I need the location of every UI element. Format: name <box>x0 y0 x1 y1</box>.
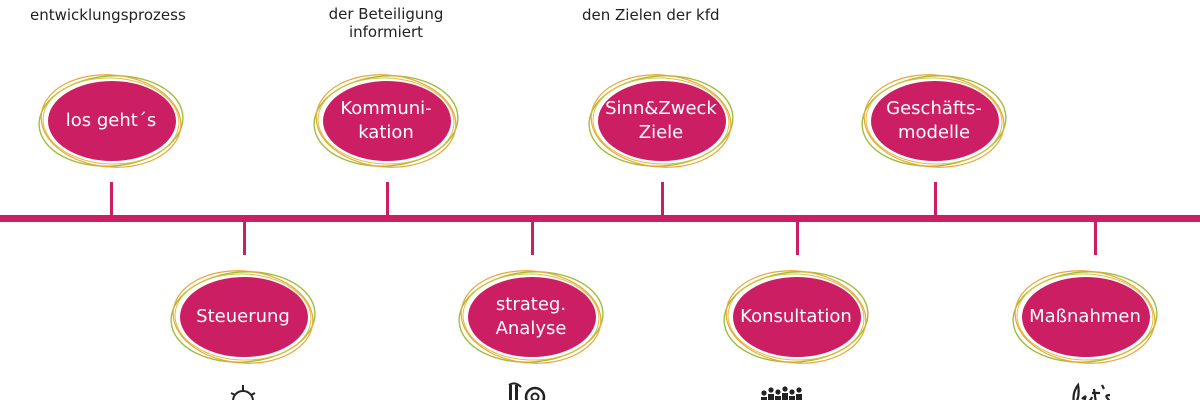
milestone-konsultation: Konsultation <box>721 267 871 367</box>
milestone-los-gehts: los geht´s <box>36 71 186 171</box>
milestone-geschaeftsmodelle: Geschäfts- modelle <box>859 71 1009 171</box>
analysis-icon <box>505 379 553 400</box>
milestone-steuerung: Steuerung <box>168 267 318 367</box>
tick-down <box>531 220 534 255</box>
tick-up <box>110 182 113 217</box>
top-text-fragment <box>900 0 990 3</box>
milestone-sinn-zweck: Sinn&Zweck Ziele <box>586 71 736 171</box>
top-text-entwicklungsprozess: entwicklungsprozess <box>30 6 186 24</box>
tick-up <box>661 182 664 217</box>
timeline-line <box>0 215 1200 222</box>
ship-wheel-icon <box>219 379 267 400</box>
top-text-ziele-kfd: den Zielen der kfd <box>582 6 720 24</box>
tick-down <box>243 220 246 255</box>
milestone-strateg-analyse: strateg. Analyse <box>456 267 606 367</box>
top-text-beteiligung: der Beteiligung informiert <box>328 5 444 41</box>
milestone-kommunikation: Kommuni- kation <box>311 71 461 171</box>
milestone-massnahmen: Maßnahmen <box>1010 267 1160 367</box>
tick-up <box>934 182 937 217</box>
top-text-fragment <box>330 0 450 3</box>
tick-down <box>1094 220 1097 255</box>
lets-handwriting-icon <box>1066 379 1114 400</box>
crowd-icon <box>758 379 806 400</box>
tick-up <box>386 182 389 217</box>
tick-down <box>796 220 799 255</box>
